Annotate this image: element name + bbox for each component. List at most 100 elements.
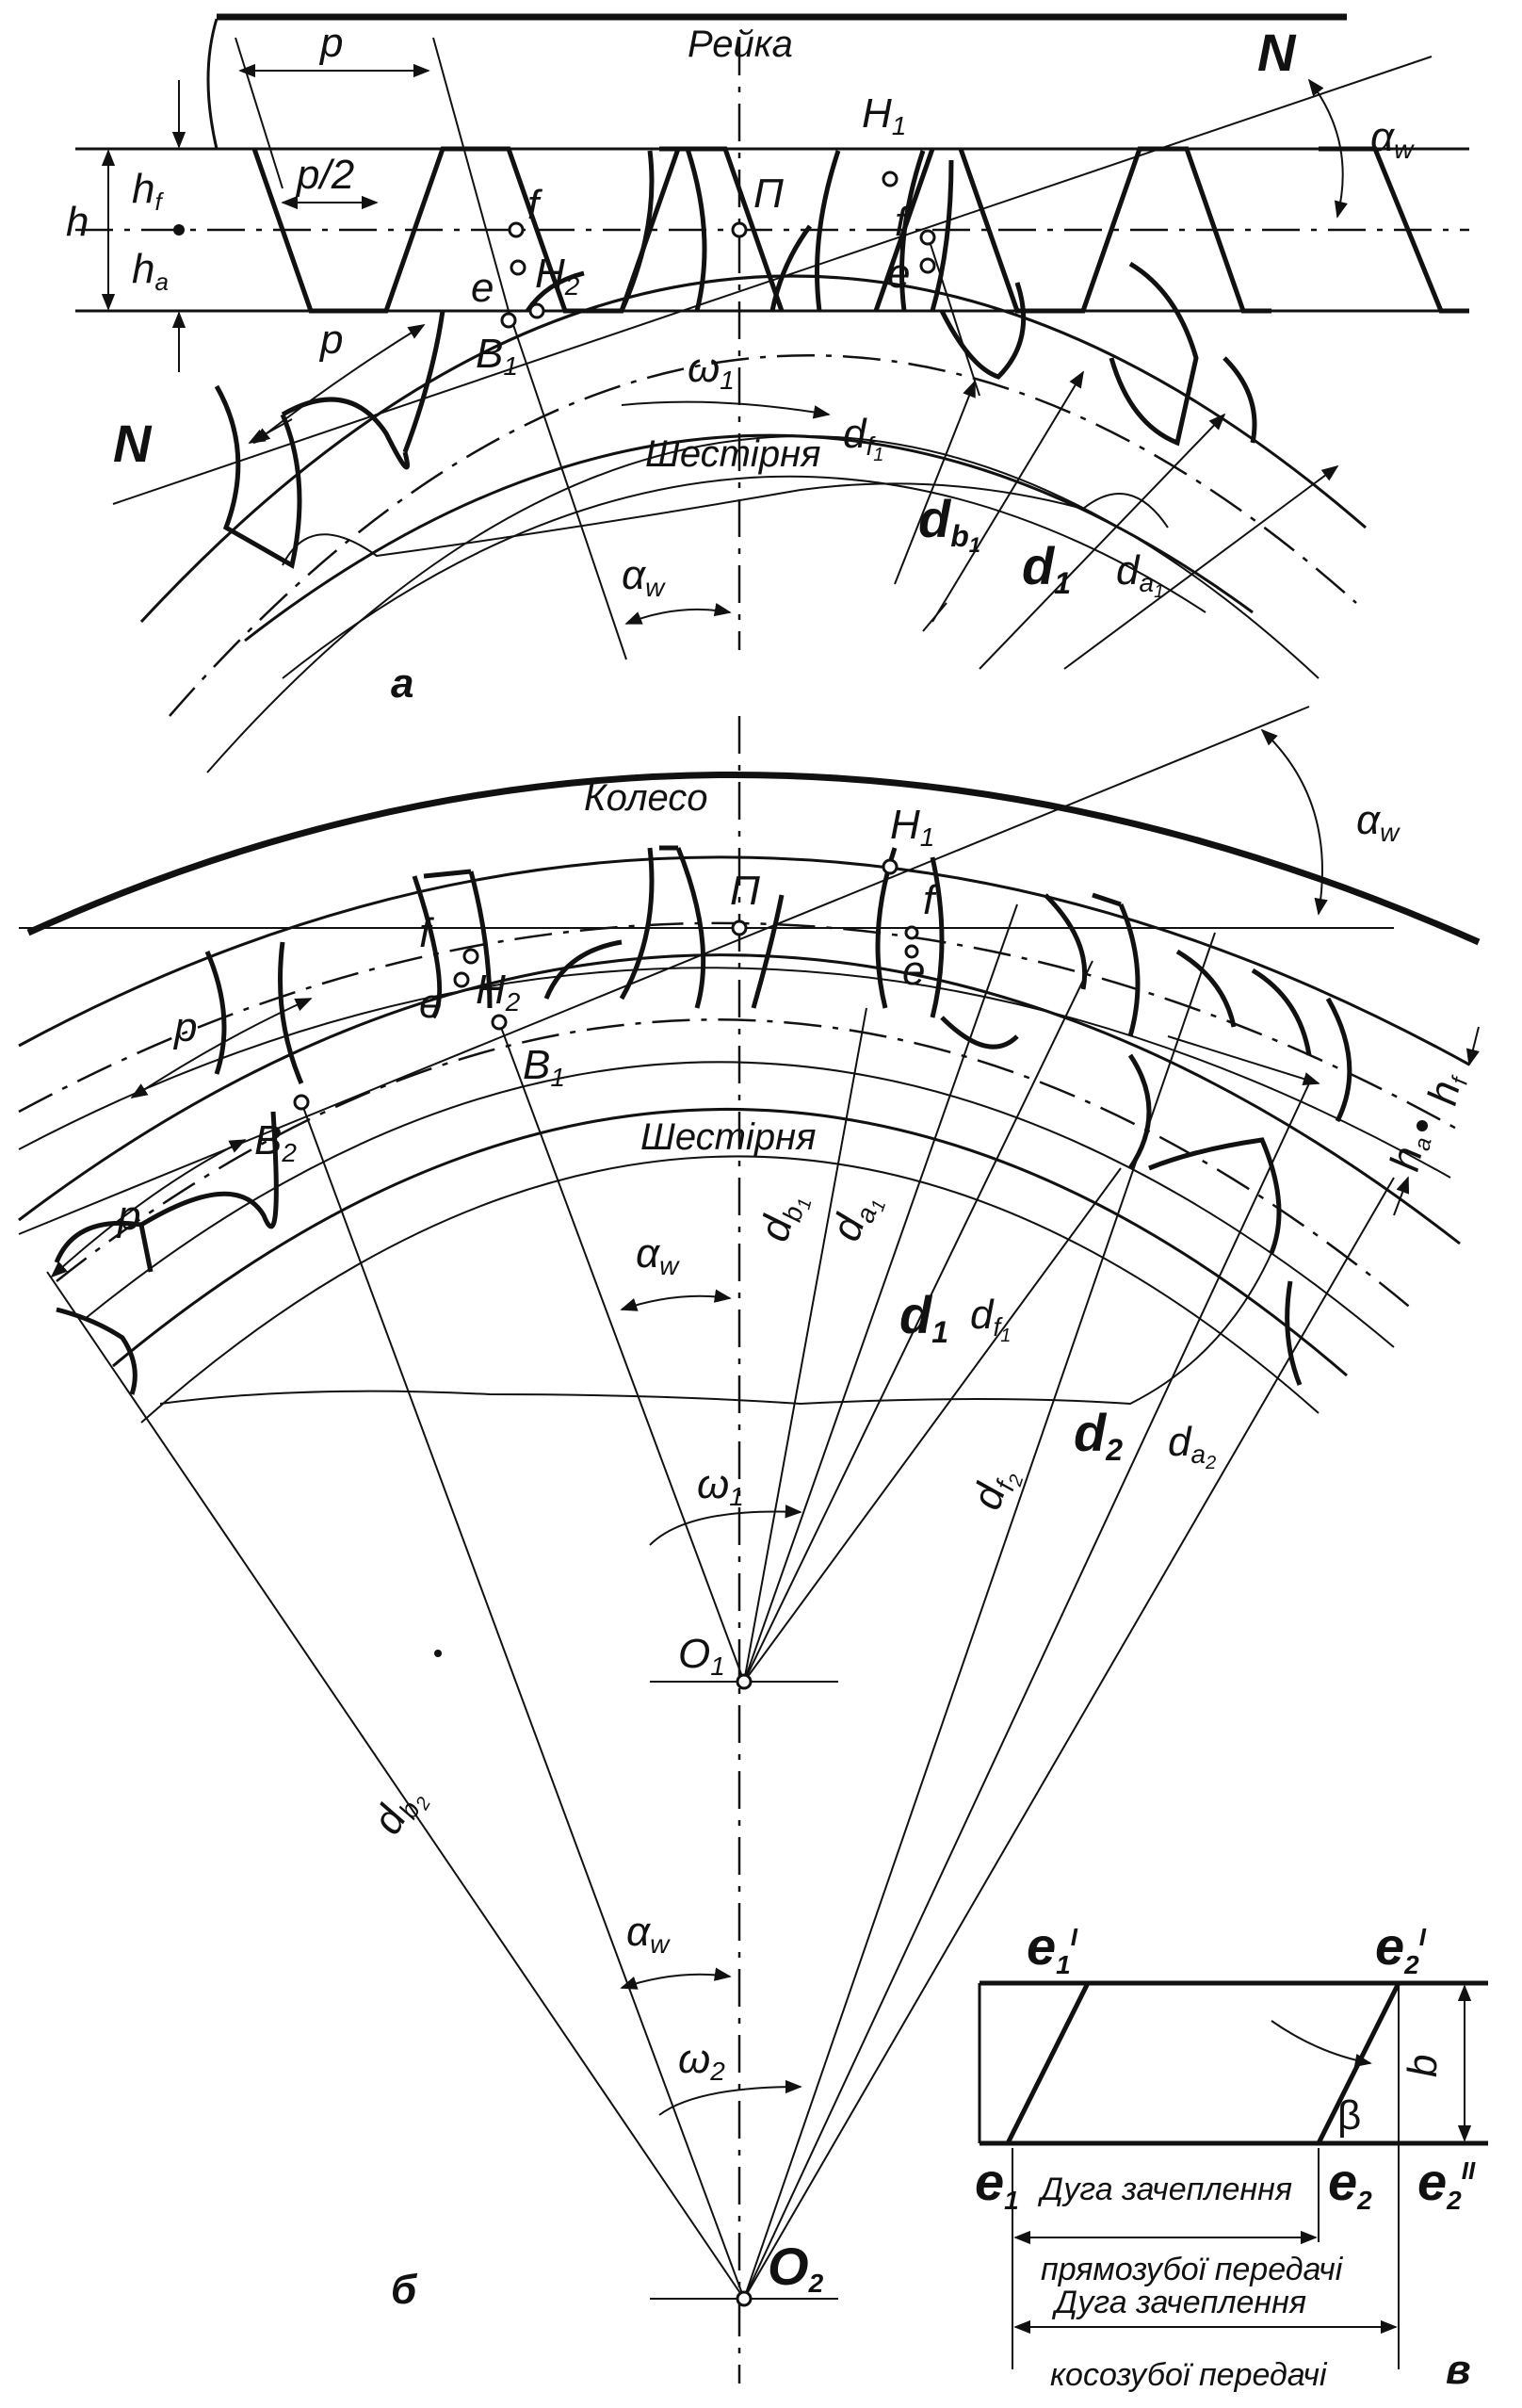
label-alpha-bottom-a: αw bbox=[622, 552, 666, 602]
label-P-b: П bbox=[730, 868, 760, 914]
point-h2-a bbox=[528, 302, 545, 319]
panel-b bbox=[18, 706, 1481, 2384]
pinion-body-outline-a bbox=[282, 482, 1169, 566]
label-da2-b: da2 bbox=[1168, 1419, 1216, 1473]
helical-tooth-line-1 bbox=[1005, 1981, 1091, 2145]
wheel-label: Колесо bbox=[584, 777, 708, 819]
leader-db1b-a bbox=[922, 602, 947, 632]
dim-ha-b bbox=[1393, 1176, 1410, 1216]
alpha-arc-top-b bbox=[1260, 728, 1328, 916]
alpha-arc-top-a bbox=[1307, 78, 1348, 219]
label-d1-b: d1 bbox=[899, 1285, 948, 1349]
label-b: b bbox=[1400, 2055, 1446, 2077]
normal-top-a bbox=[432, 37, 510, 312]
alpha-arc-bottom-a bbox=[624, 603, 732, 625]
caption-arc-helical-2: косозубої передачі bbox=[1050, 2357, 1328, 2393]
rays-o2 bbox=[46, 932, 1395, 2300]
alpha-arc-mid-b bbox=[620, 1289, 732, 1311]
leader-da1-a bbox=[1063, 464, 1339, 670]
label-alpha-mid-b: αw bbox=[636, 1230, 680, 1280]
pinion-base-circle-b bbox=[84, 1061, 1395, 1348]
label-alpha-top-a: αw bbox=[1370, 114, 1415, 164]
label-H2-b: H2 bbox=[476, 967, 521, 1017]
point-h1-b bbox=[882, 858, 899, 875]
label-N-top-a: N bbox=[1257, 23, 1297, 82]
label-O1-b: O1 bbox=[678, 1631, 725, 1681]
normal-b1-a bbox=[508, 310, 627, 660]
panel-letter-c: в bbox=[1446, 2347, 1471, 2393]
pinion-inner-circle-a bbox=[282, 475, 1206, 679]
point-e-left-a bbox=[510, 259, 526, 276]
label-e-right-a: e bbox=[887, 251, 910, 297]
label-da1-a: da1 bbox=[1116, 547, 1164, 602]
dim-p-upper-b bbox=[130, 998, 313, 1098]
n-arrow-a bbox=[248, 418, 293, 444]
label-db1-a: db1 bbox=[918, 489, 980, 557]
omega2-arrow-b bbox=[658, 2079, 802, 2116]
label-f-left-a: f bbox=[527, 182, 543, 228]
label-omega-a: ω1 bbox=[688, 345, 735, 395]
label-h-a: h bbox=[66, 199, 89, 245]
label-d2-b: d2 bbox=[1074, 1403, 1123, 1467]
label-O2-b: O2 bbox=[768, 2237, 824, 2298]
rays-o1 bbox=[498, 903, 1122, 1683]
point-o1 bbox=[736, 1673, 753, 1690]
label-e2: e2 bbox=[1328, 2152, 1372, 2215]
point-b2-b bbox=[293, 1094, 310, 1111]
dim-p-arc-a bbox=[252, 324, 426, 445]
panel-a bbox=[75, 13, 1469, 773]
point-e-left-b bbox=[453, 971, 470, 988]
label-df1-b: df1 bbox=[970, 1292, 1011, 1346]
pinion-root-circle-a bbox=[244, 433, 1254, 643]
label-e1: e1 bbox=[975, 2152, 1019, 2215]
label-hf-a: hf bbox=[132, 166, 164, 216]
point-pole-a bbox=[731, 221, 748, 238]
label-hf-b: hf bbox=[1419, 1068, 1474, 1110]
label-P-a: П bbox=[753, 171, 784, 217]
panel-letter-a: а bbox=[391, 660, 413, 707]
label-ha-b: ha bbox=[1382, 1131, 1437, 1176]
beta-arc bbox=[1271, 2020, 1372, 2068]
pinion-pitch-circle-a bbox=[169, 354, 1357, 717]
leader-df1-a bbox=[894, 380, 976, 585]
point-e-right-a bbox=[919, 257, 936, 274]
label-e2-II: e2II bbox=[1417, 2152, 1476, 2215]
point-f-right-b bbox=[904, 925, 919, 940]
label-e1-top: e1I bbox=[1027, 1916, 1078, 1979]
point-b1-a bbox=[500, 312, 517, 329]
label-p-top-a: p bbox=[318, 20, 343, 66]
label-e-right-b: e bbox=[902, 948, 925, 994]
wheel-outer-rim-b bbox=[26, 771, 1481, 946]
label-e2-top: e2I bbox=[1375, 1916, 1427, 1979]
caption-arc-helical-1: Дуга зачеплення bbox=[1051, 2285, 1306, 2320]
label-N-left-a: N bbox=[113, 414, 153, 473]
pinion-pitch-circle-b bbox=[56, 1018, 1414, 1310]
label-db1-b: db1 bbox=[751, 1187, 816, 1247]
label-H1-a: H1 bbox=[862, 90, 906, 140]
omega-arrow-a bbox=[621, 400, 831, 419]
point-o2 bbox=[736, 2290, 753, 2307]
panel-letter-b: б bbox=[391, 2267, 418, 2313]
caption-arc-spur-2: прямозубої передачі bbox=[1041, 2252, 1344, 2287]
point-f-right-a bbox=[919, 229, 936, 246]
caption-arc-spur-1: Дуга зачеплення bbox=[1037, 2172, 1292, 2207]
normal-right-a bbox=[927, 235, 980, 397]
dim-hf-b bbox=[1465, 1026, 1480, 1066]
omega1-arrow-b bbox=[649, 1505, 802, 1546]
point-pole-b bbox=[731, 919, 748, 936]
leader-db1-a bbox=[931, 370, 1084, 623]
panel-b-labels: Колесо H1 П f e f e H2 B1 B2 p p Шестірн… bbox=[116, 777, 1474, 2313]
label-d1-a: d1 bbox=[1022, 536, 1071, 600]
label-df1-a: df1 bbox=[843, 411, 883, 465]
label-p-lower-b: p bbox=[116, 1193, 140, 1239]
label-H1-b: H1 bbox=[890, 802, 934, 852]
label-p-upper-b: p bbox=[172, 1004, 197, 1050]
normal-p-a bbox=[235, 37, 283, 189]
pinion-body-outline-b bbox=[159, 1252, 1272, 1406]
label-B2-b: B2 bbox=[254, 1117, 297, 1167]
point-b1-b bbox=[491, 1014, 508, 1031]
label-alpha-low-b: αw bbox=[626, 1909, 671, 1959]
pinion-tip-circle-a bbox=[139, 274, 1367, 624]
